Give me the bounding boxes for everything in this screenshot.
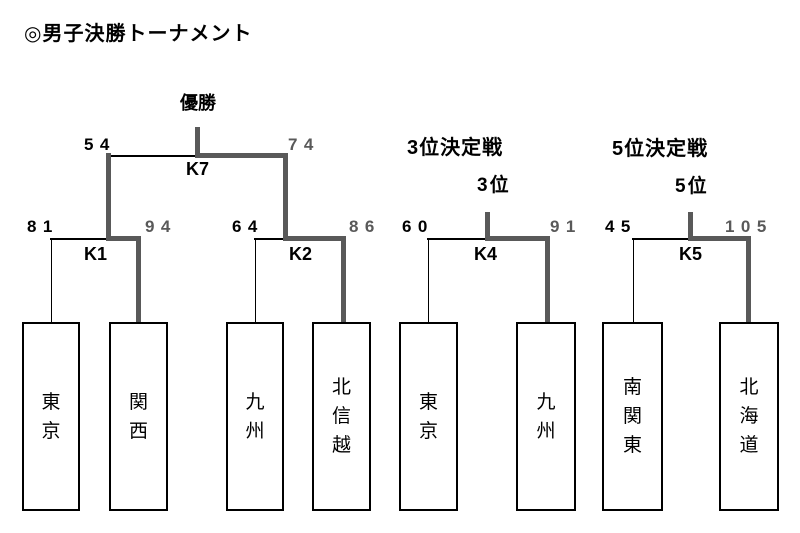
team-box-kyushu-third: 九州 bbox=[516, 322, 576, 511]
winner-line-k1-to-k7 bbox=[106, 153, 111, 241]
team-name-kansai: 関西 bbox=[128, 391, 148, 442]
winner-line-hokushinetsu-to-k2 bbox=[341, 236, 346, 322]
match-k1-label: K1 bbox=[84, 244, 108, 264]
team-box-minamikanto: 南関東 bbox=[602, 322, 663, 511]
score-k1-left: 81 bbox=[27, 217, 59, 236]
winner-bar-k2 bbox=[283, 236, 346, 241]
score-k4-left: 60 bbox=[402, 217, 434, 236]
champion-label: 優勝 bbox=[180, 93, 216, 113]
fifth-place-label: 5位 bbox=[675, 176, 709, 197]
third-place-label: 3位 bbox=[477, 175, 511, 196]
score-k5-right: 105 bbox=[725, 217, 773, 236]
page-title: ◎男子決勝トーナメント bbox=[24, 23, 253, 45]
team-name-hokushinetsu: 北信越 bbox=[331, 377, 351, 456]
winner-line-kyushu-to-k4 bbox=[545, 236, 550, 322]
winner-line-to-champion bbox=[195, 127, 200, 156]
score-k2-left: 64 bbox=[232, 217, 264, 236]
team-box-kansai: 関西 bbox=[109, 322, 168, 511]
team-name-tokyo-third: 東京 bbox=[418, 391, 438, 442]
line-kyushu-to-k2 bbox=[254, 239, 256, 322]
team-box-tokyo-main: 東京 bbox=[22, 322, 80, 511]
line-minamikanto-to-k5 bbox=[632, 239, 634, 322]
match-k7-label: K7 bbox=[186, 159, 210, 179]
winner-bar-k5 bbox=[688, 236, 751, 241]
team-box-kyushu-main: 九州 bbox=[226, 322, 284, 511]
team-name-kyushu-third: 九州 bbox=[536, 391, 556, 442]
match-k4-label: K4 bbox=[474, 244, 498, 264]
match-k5-label: K5 bbox=[679, 244, 703, 264]
team-name-tokyo-main: 東京 bbox=[41, 391, 61, 442]
k1-match-bar bbox=[50, 238, 139, 240]
winner-line-k2-to-k7 bbox=[283, 153, 288, 241]
team-box-hokushinetsu: 北信越 bbox=[312, 322, 371, 511]
winner-bar-k4 bbox=[485, 236, 550, 241]
score-k5-left: 45 bbox=[605, 217, 637, 236]
winner-line-hokkaido-to-k5 bbox=[746, 236, 751, 322]
score-k2-right: 86 bbox=[349, 217, 381, 236]
team-box-tokyo-third: 東京 bbox=[399, 322, 458, 511]
winner-line-to-fifth-place bbox=[688, 212, 693, 241]
winner-bar-k7 bbox=[195, 153, 288, 158]
winner-line-to-third-place bbox=[485, 212, 490, 241]
score-k4-right: 91 bbox=[550, 217, 582, 236]
team-name-minamikanto: 南関東 bbox=[622, 377, 642, 456]
team-name-kyushu-main: 九州 bbox=[245, 391, 265, 442]
winner-line-kansai-to-k1 bbox=[136, 236, 141, 322]
team-name-hokkaido: 北海道 bbox=[739, 377, 759, 456]
line-tokyo-to-k1 bbox=[50, 239, 52, 322]
team-box-hokkaido: 北海道 bbox=[719, 322, 779, 511]
fifth-place-heading: 5位決定戦 bbox=[612, 138, 709, 160]
line-tokyo-to-k4 bbox=[427, 239, 429, 322]
third-place-heading: 3位決定戦 bbox=[407, 137, 504, 159]
winner-bar-k1 bbox=[106, 236, 141, 241]
match-k2-label: K2 bbox=[289, 244, 313, 264]
score-k1-right: 94 bbox=[145, 217, 177, 236]
score-k7-left: 54 bbox=[84, 135, 116, 154]
score-k7-right: 74 bbox=[288, 135, 320, 154]
